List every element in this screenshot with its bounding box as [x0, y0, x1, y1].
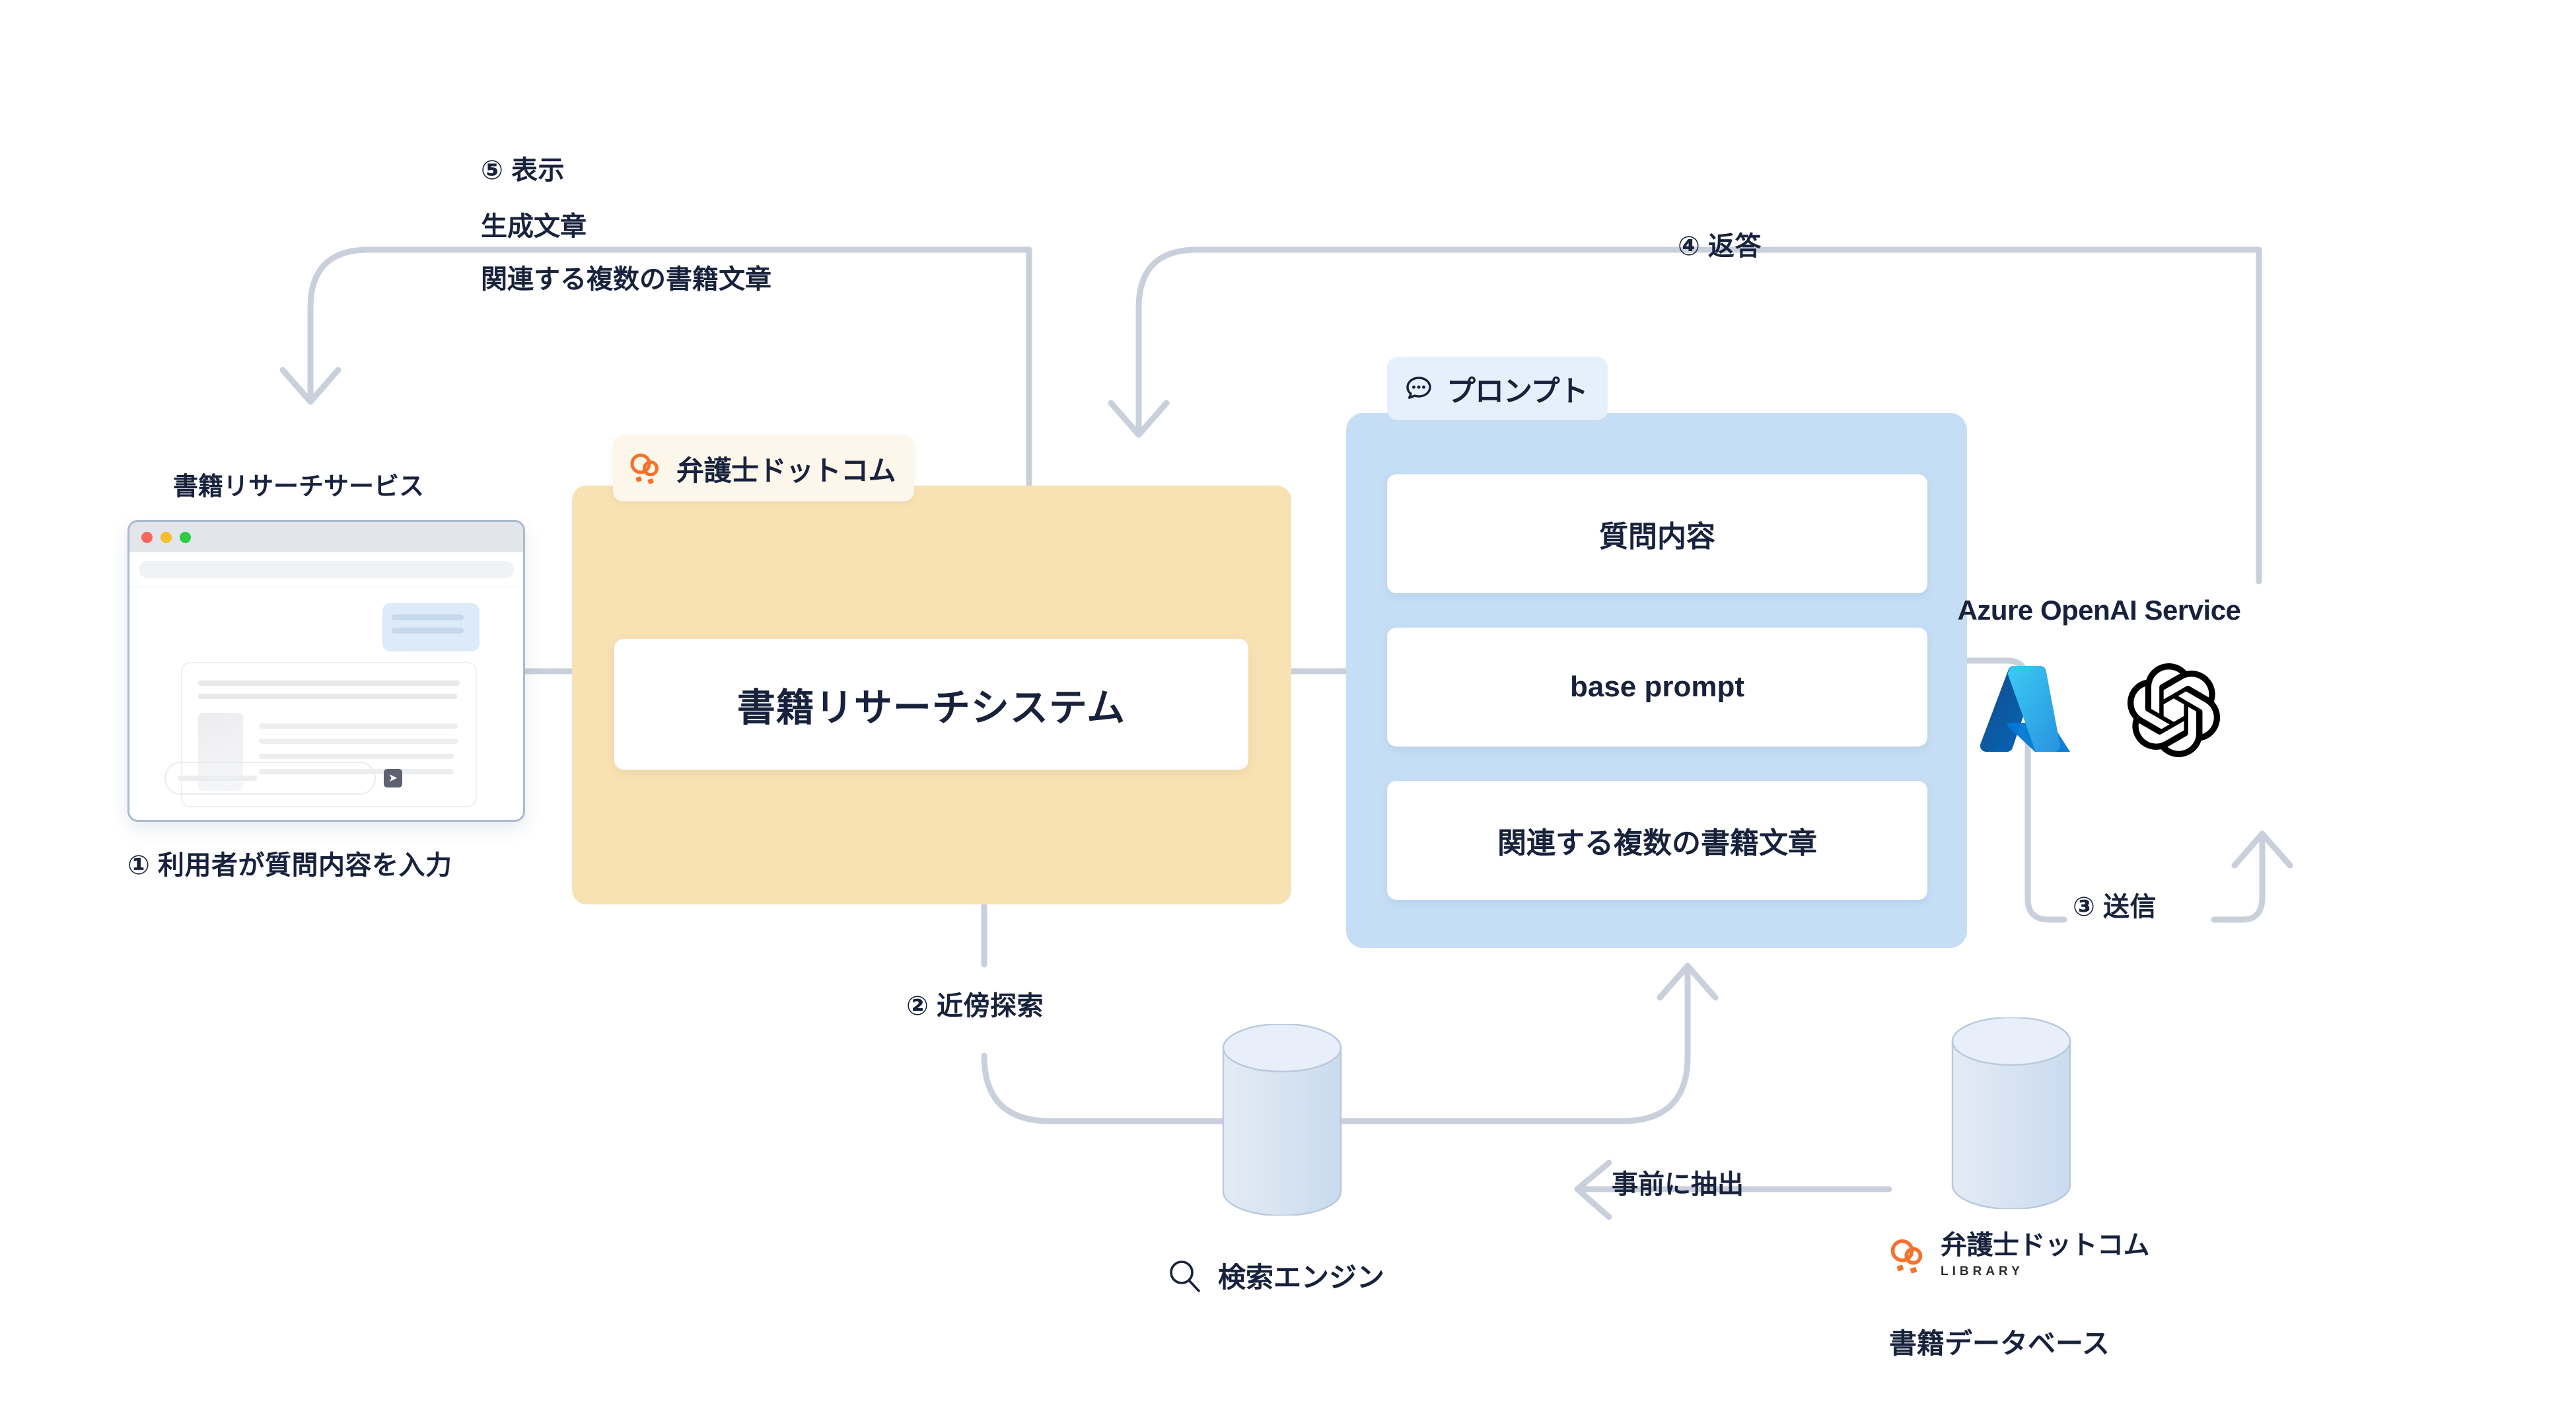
- search-engine-label: 検索エンジン: [1218, 1262, 1385, 1293]
- maximize-dot-icon[interactable]: [180, 531, 191, 543]
- display-note-related-books: 関連する複数の書籍文章: [481, 265, 771, 294]
- prompt-card-label: base prompt: [1569, 671, 1745, 703]
- bengoshi-rings-icon: [1890, 1239, 1923, 1273]
- bengoshi-rings-icon: [630, 453, 659, 484]
- step-3-label: ③ 送信: [2073, 893, 2157, 922]
- step-5-label: ⑤ 表示: [481, 156, 565, 185]
- book-database-cylinder: [1949, 1016, 2074, 1212]
- bengoshi-library-logo-label: 弁護士ドットコム: [1941, 1231, 2150, 1260]
- book-research-service-window: ➤: [127, 520, 525, 822]
- bengoshi-dotcom-badge: 弁護士ドットコム: [613, 435, 915, 501]
- prompt-card-label: 関連する複数の書籍文章: [1497, 827, 1817, 860]
- book-database-label: 書籍データベース: [1889, 1328, 2110, 1359]
- magnifier-icon: [1170, 1260, 1200, 1292]
- azure-openai-service-title: Azure OpenAI Service: [1957, 595, 2241, 626]
- browser-mock-title: 書籍リサーチサービス: [173, 473, 425, 501]
- step-2-label: ② 近傍探索: [906, 992, 1044, 1021]
- search-engine-label-group: 検索エンジン: [1166, 1255, 1384, 1296]
- book-research-system-label: 書籍リサーチシステム: [736, 686, 1126, 729]
- book-research-system-card: 書籍リサーチシステム: [614, 639, 1248, 770]
- step-1-label: ① 利用者が質問内容を入力: [127, 851, 452, 880]
- pre-extract-label: 事前に抽出: [1612, 1170, 1744, 1199]
- step-4-label: ④ 返答: [1678, 232, 1762, 261]
- book-text-lines: [259, 713, 460, 791]
- prompt-card-related-books: 関連する複数の書籍文章: [1387, 781, 1927, 900]
- openai-knot-icon: [2127, 663, 2221, 758]
- question-input-row: ➤: [164, 762, 402, 795]
- bengoshi-library-logo: 弁護士ドットコム LIBRARY: [1889, 1231, 2150, 1279]
- user-message-bubble: [382, 603, 480, 651]
- chat-bubble-dots-icon: [1406, 377, 1431, 399]
- window-title-bar: [129, 522, 523, 552]
- close-dot-icon[interactable]: [141, 531, 153, 543]
- display-note-generated-text: 生成文章: [481, 212, 587, 241]
- question-input[interactable]: [164, 762, 376, 795]
- prompt-badge: プロンプト: [1387, 357, 1608, 420]
- azure-openai-logos: [1978, 661, 2221, 760]
- bengoshi-library-logo-sub: LIBRARY: [1941, 1264, 2024, 1278]
- prompt-badge-label: プロンプト: [1447, 375, 1589, 408]
- minimize-dot-icon[interactable]: [161, 531, 172, 543]
- prompt-card-label: 質問内容: [1599, 521, 1715, 553]
- azure-a-icon: [1980, 666, 2070, 752]
- search-engine-cylinder: [1219, 1023, 1345, 1219]
- prompt-card-base-prompt: base prompt: [1387, 628, 1927, 747]
- input-placeholder: [178, 776, 257, 781]
- prompt-card-question: 質問内容: [1387, 474, 1927, 593]
- bengoshi-dotcom-badge-label: 弁護士ドットコム: [676, 455, 896, 486]
- url-bar[interactable]: [139, 561, 514, 578]
- send-icon[interactable]: ➤: [384, 769, 402, 787]
- page-content: ➤: [129, 587, 523, 811]
